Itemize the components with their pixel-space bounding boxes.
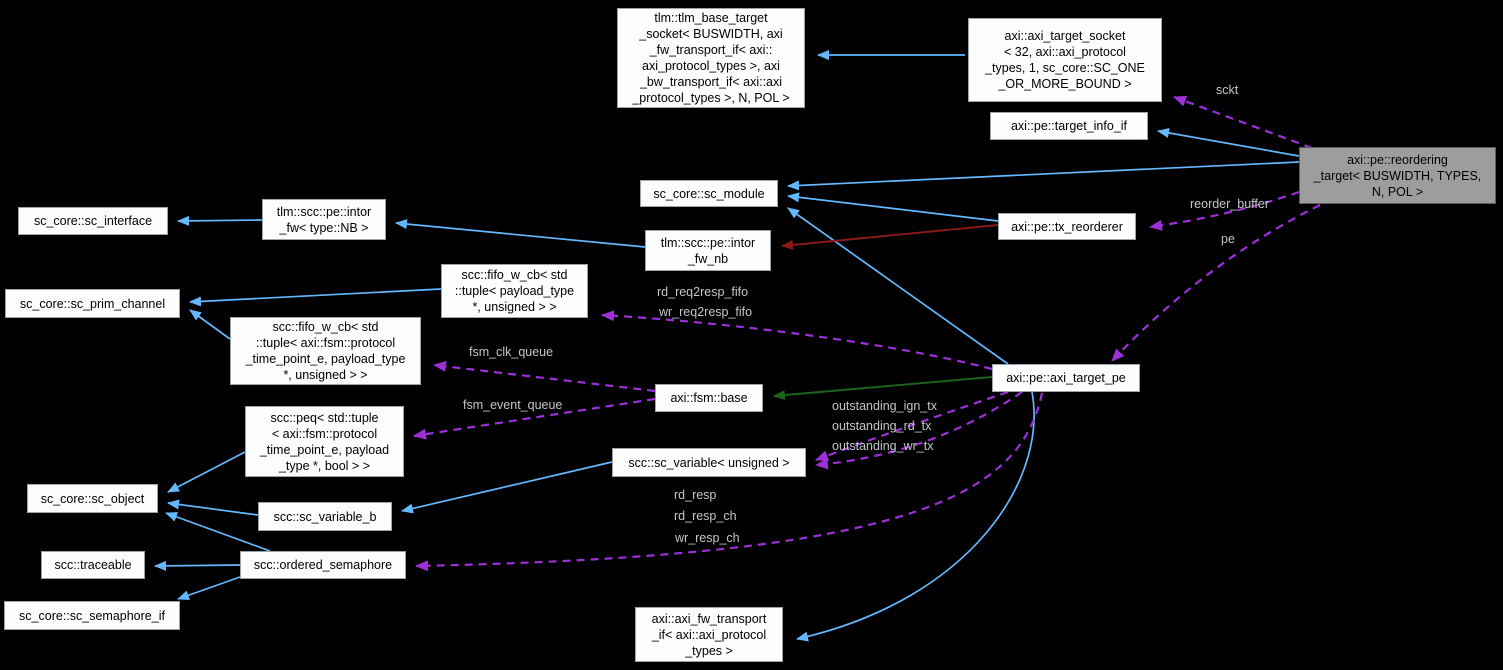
- node-reordering-target: axi::pe::reordering _target< BUSWIDTH, T…: [1299, 147, 1496, 204]
- node-axi-target-socket[interactable]: axi::axi_target_socket < 32, axi::axi_pr…: [968, 18, 1162, 102]
- edge-label-pe: pe: [1221, 232, 1235, 246]
- edge-label-wr-req2resp-fifo: wr_req2resp_fifo: [659, 305, 753, 319]
- node-sc-variable-unsigned[interactable]: scc::sc_variable< unsigned >: [612, 448, 806, 477]
- edge-label-fsm-event-queue: fsm_event_queue: [463, 398, 563, 412]
- node-intor-fw-nb[interactable]: tlm::scc::pe::intor _fw_nb: [645, 230, 771, 271]
- edge-label-outstanding-wr-tx: outstanding_wr_tx: [832, 439, 934, 453]
- node-fifo-w-cb-protocol[interactable]: scc::fifo_w_cb< std ::tuple< axi::fsm::p…: [230, 317, 421, 385]
- node-tlm-base-target-socket[interactable]: tlm::tlm_base_target _socket< BUSWIDTH, …: [617, 8, 805, 108]
- node-ordered-semaphore[interactable]: scc::ordered_semaphore: [240, 551, 406, 579]
- edge-label-fsm-clk-queue: fsm_clk_queue: [469, 345, 554, 359]
- edge-label-outstanding-ign-tx: outstanding_ign_tx: [832, 399, 937, 413]
- node-fsm-base[interactable]: axi::fsm::base: [655, 384, 763, 412]
- node-sc-object[interactable]: sc_core::sc_object: [27, 484, 158, 513]
- edge-label-rd-resp-ch: rd_resp_ch: [674, 509, 737, 523]
- node-tx-reorderer[interactable]: axi::pe::tx_reorderer: [998, 213, 1136, 240]
- edge-label-rd-req2resp-fifo: rd_req2resp_fifo: [657, 285, 749, 299]
- edge-label-reorder-buffer: reorder_buffer: [1190, 197, 1269, 211]
- node-axi-fw-transport-if[interactable]: axi::axi_fw_transport _if< axi::axi_prot…: [635, 607, 783, 662]
- node-traceable[interactable]: scc::traceable: [41, 551, 145, 579]
- node-peq[interactable]: scc::peq< std::tuple < axi::fsm::protoco…: [245, 406, 404, 477]
- node-sc-prim-channel[interactable]: sc_core::sc_prim_channel: [5, 289, 180, 318]
- node-intor-fw[interactable]: tlm::scc::pe::intor _fw< type::NB >: [262, 199, 386, 240]
- node-fifo-w-cb-payload[interactable]: scc::fifo_w_cb< std ::tuple< payload_typ…: [441, 264, 588, 318]
- edge-label-outstanding-rd-tx: outstanding_rd_tx: [832, 419, 932, 433]
- edge-label-wr-resp-ch: wr_resp_ch: [675, 531, 740, 545]
- node-target-info-if[interactable]: axi::pe::target_info_if: [990, 112, 1148, 140]
- node-sc-module[interactable]: sc_core::sc_module: [640, 180, 778, 207]
- edge-label-sckt: sckt: [1216, 83, 1239, 97]
- node-axi-target-pe[interactable]: axi::pe::axi_target_pe: [992, 364, 1140, 392]
- node-sc-semaphore-if[interactable]: sc_core::sc_semaphore_if: [4, 601, 180, 630]
- node-sc-variable-b[interactable]: scc::sc_variable_b: [258, 502, 392, 531]
- edge-label-rd-resp: rd_resp: [674, 488, 717, 502]
- node-sc-interface[interactable]: sc_core::sc_interface: [18, 207, 168, 235]
